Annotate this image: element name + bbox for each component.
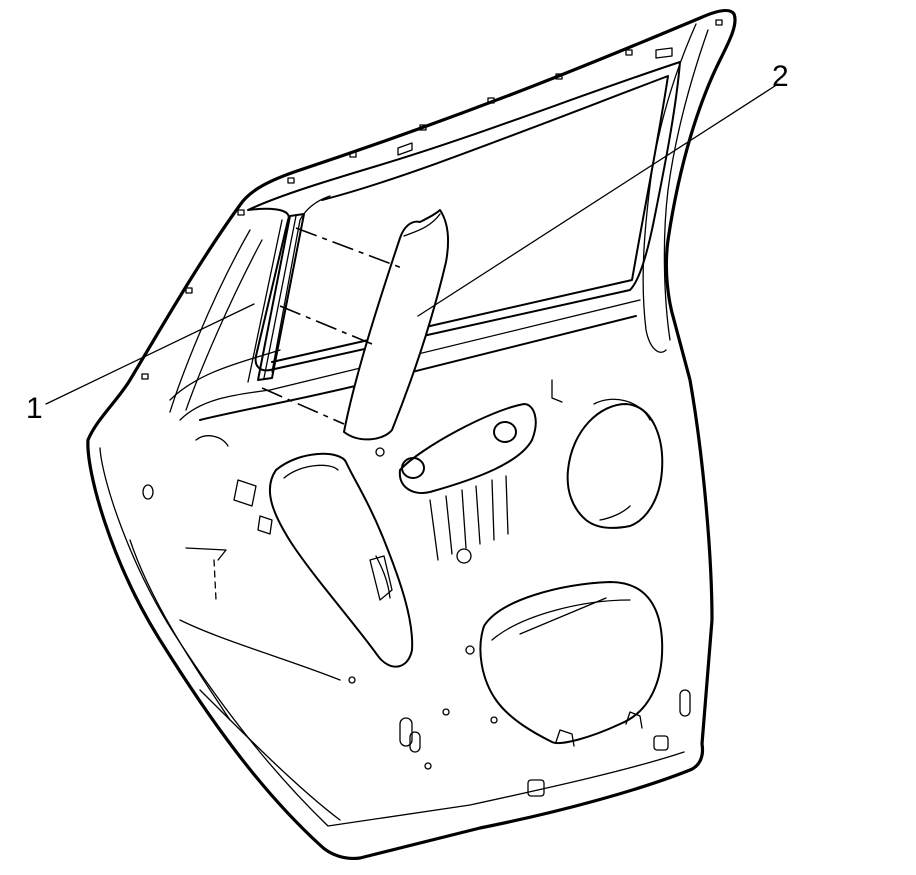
leader-line-1 bbox=[45, 303, 255, 405]
inner-panel-details bbox=[129, 379, 691, 821]
window-frame bbox=[141, 19, 723, 421]
alignment-lines bbox=[261, 227, 403, 425]
window-channel-part-1 bbox=[247, 213, 305, 383]
leader-lines bbox=[45, 83, 779, 405]
leader-line-2 bbox=[417, 83, 779, 317]
applique-part-2 bbox=[343, 209, 449, 441]
callout-label-1: 1 bbox=[26, 392, 43, 425]
callout-label-2: 2 bbox=[772, 60, 789, 93]
door-outer-panel bbox=[86, 8, 737, 861]
